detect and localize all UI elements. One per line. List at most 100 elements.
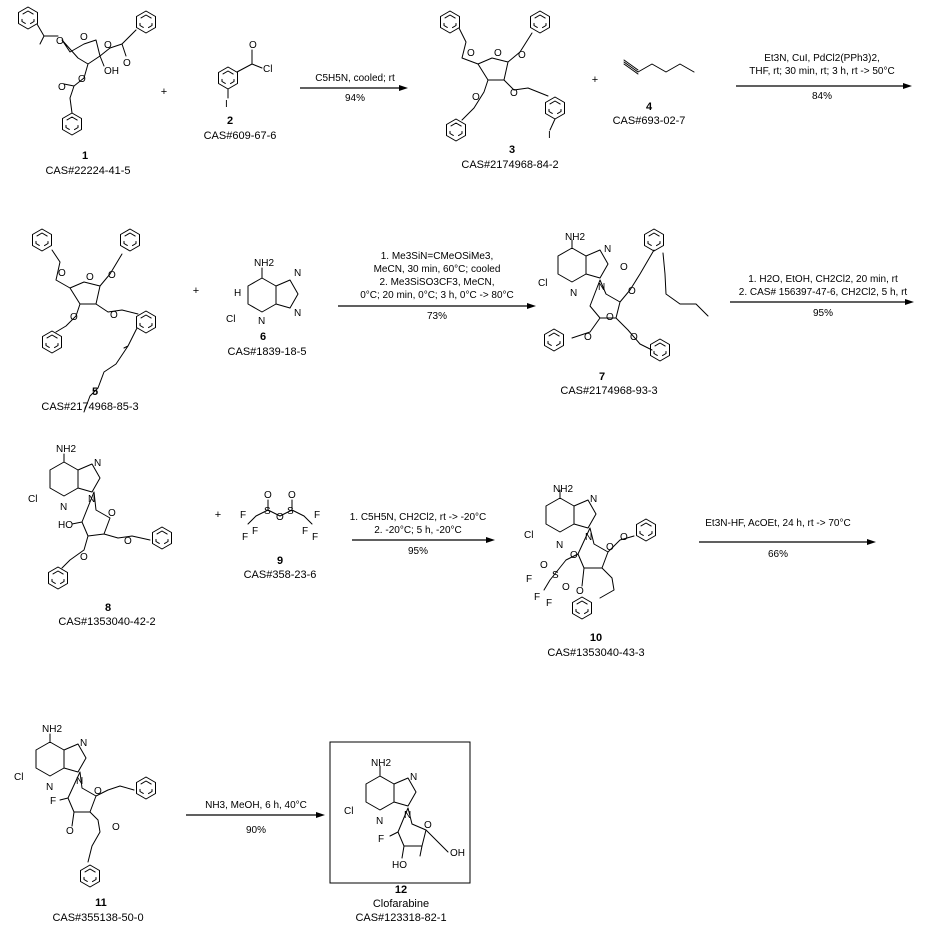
- atom-label: O: [288, 490, 296, 501]
- atom-label: O: [424, 820, 432, 831]
- atom-label: O: [276, 512, 284, 523]
- atom-label: O: [66, 826, 74, 837]
- atom-label: N: [294, 268, 301, 279]
- compound-4-structure: [623, 59, 695, 75]
- compound-2-number: 2: [227, 115, 233, 127]
- compound-6-number: 6: [260, 331, 266, 343]
- step-7-yield: 90%: [246, 825, 266, 836]
- atom-label: F: [302, 526, 308, 537]
- atom-label: O: [112, 822, 120, 833]
- plus-sign: +: [592, 74, 598, 86]
- atom-label: O: [540, 560, 548, 571]
- atom-label: F: [534, 592, 540, 603]
- atom-label: N: [604, 244, 611, 255]
- atom-label: O: [123, 58, 131, 69]
- atom-label: N: [404, 810, 411, 821]
- reaction-arrow-7: [186, 812, 325, 818]
- compound-9-cas: CAS#358-23-6: [244, 569, 317, 581]
- product-box: [329, 741, 471, 884]
- atom-label: I: [548, 130, 551, 141]
- atom-label: O: [80, 552, 88, 563]
- atom-label: F: [252, 526, 258, 537]
- atom-label: Cl: [226, 314, 235, 325]
- compound-12-cas: CAS#123318-82-1: [355, 912, 446, 924]
- reaction-arrow-6: [699, 539, 876, 545]
- atom-label: O: [620, 262, 628, 273]
- atom-label: Cl: [344, 806, 353, 817]
- atom-label: O: [86, 272, 94, 283]
- atom-label: NH2: [254, 258, 274, 269]
- atom-label: O: [570, 550, 578, 561]
- atom-label: O: [70, 312, 78, 323]
- atom-label: O: [562, 582, 570, 593]
- step-3-conditions: MeCN, 30 min, 60°C; cooled: [374, 264, 501, 275]
- atom-label: F: [546, 598, 552, 609]
- plus-sign: +: [193, 285, 199, 297]
- atom-label: I: [225, 99, 228, 110]
- atom-label: O: [606, 312, 614, 323]
- reaction-arrow-4: [730, 299, 914, 305]
- atom-label: O: [494, 48, 502, 59]
- atom-label: N: [88, 494, 95, 505]
- compound-12-structure: NH2 Cl N N N F O OH HO: [344, 758, 465, 871]
- compound-10-number: 10: [590, 632, 602, 644]
- atom-label: O: [472, 92, 480, 103]
- compound-11-structure: NH2 Cl N N N F O O O: [14, 724, 156, 888]
- compound-7-number: 7: [599, 371, 605, 383]
- reaction-arrow-1: [300, 85, 408, 91]
- atom-label: O: [467, 48, 475, 59]
- atom-label: O: [630, 332, 638, 343]
- atom-label: F: [314, 510, 320, 521]
- atom-label: F: [242, 532, 248, 543]
- atom-label: NH2: [56, 444, 76, 455]
- compound-7-cas: CAS#2174968-93-3: [560, 385, 657, 397]
- atom-label: HO: [58, 520, 73, 531]
- compound-9-structure: S S O O O F F F F F F: [240, 490, 320, 543]
- atom-label: O: [628, 286, 636, 297]
- atom-label: NH2: [42, 724, 62, 735]
- step-5-conditions: 1. C5H5N, CH2Cl2, rt -> -20°C: [350, 512, 487, 523]
- atom-label: N: [598, 282, 605, 293]
- compound-1-cas: CAS#22224-41-5: [45, 165, 130, 177]
- atom-label: O: [620, 532, 628, 543]
- atom-label: O: [58, 268, 66, 279]
- atom-label: N: [80, 738, 87, 749]
- step-6-yield: 66%: [768, 549, 788, 560]
- reaction-arrow-2: [736, 83, 912, 89]
- atom-label: O: [124, 536, 132, 547]
- compound-2-structure: O Cl I: [218, 40, 272, 110]
- atom-label: N: [410, 772, 417, 783]
- step-5-conditions: 2. -20°C; 5 h, -20°C: [374, 525, 461, 536]
- step-4-conditions: 1. H2O, EtOH, CH2Cl2, 20 min, rt: [748, 274, 898, 285]
- compound-3-cas: CAS#2174968-84-2: [461, 159, 558, 171]
- atom-label: O: [584, 332, 592, 343]
- atom-label: O: [58, 82, 66, 93]
- atom-label: Cl: [263, 64, 272, 75]
- atom-label: O: [108, 270, 116, 281]
- atom-label: O: [80, 32, 88, 43]
- step-4-yield: 95%: [813, 308, 833, 319]
- atom-label: NH2: [371, 758, 391, 769]
- step-1-yield: 94%: [345, 93, 365, 104]
- atom-label: NH2: [565, 232, 585, 243]
- step-7-conditions: NH3, MeOH, 6 h, 40°C: [205, 800, 307, 811]
- atom-label: F: [378, 834, 384, 845]
- atom-label: N: [76, 776, 83, 787]
- compound-5-number: 5: [92, 386, 98, 398]
- atom-label: N: [376, 816, 383, 827]
- atom-label: N: [258, 316, 265, 327]
- atom-label: O: [249, 40, 257, 51]
- compound-5-cas: CAS#2174968-85-3: [41, 401, 138, 413]
- atom-label: O: [104, 40, 112, 51]
- atom-label: Cl: [524, 530, 533, 541]
- atom-label: HO: [392, 860, 407, 871]
- step-6-conditions: Et3N-HF, AcOEt, 24 h, rt -> 70°C: [705, 518, 850, 529]
- plus-sign: +: [161, 86, 167, 98]
- compound-2-cas: CAS#609-67-6: [204, 130, 277, 142]
- compound-12-number: 12: [395, 884, 407, 896]
- atom-label: S: [552, 570, 559, 581]
- atom-label: F: [240, 510, 246, 521]
- plus-sign: +: [215, 509, 221, 521]
- compound-4-cas: CAS#693-02-7: [613, 115, 686, 127]
- compound-10-cas: CAS#1353040-43-3: [547, 647, 644, 659]
